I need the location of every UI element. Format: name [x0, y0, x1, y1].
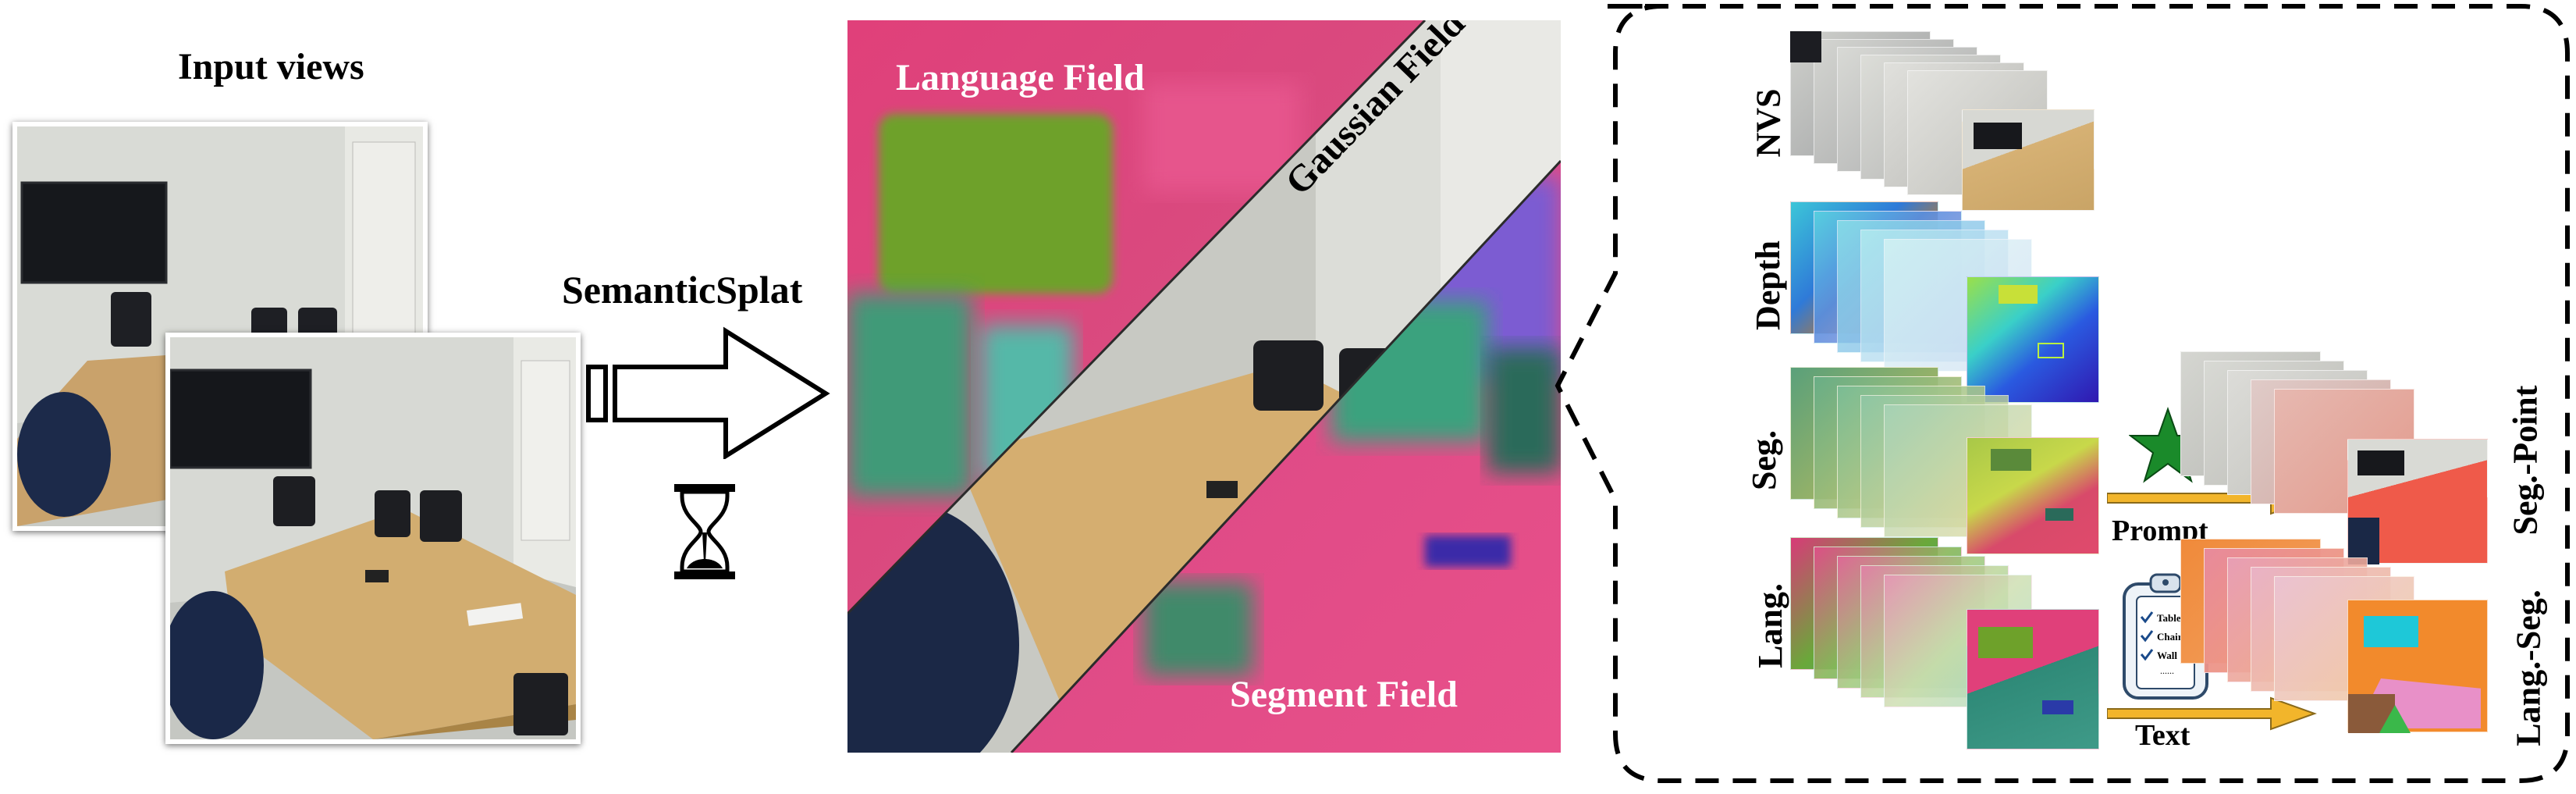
hourglass-icon	[674, 484, 735, 579]
output-bubble	[1554, 4, 2570, 783]
checklist-item-more: ......	[2160, 665, 2174, 676]
row-label-lang-seg: Lang.-Seg.	[2509, 589, 2548, 746]
language-field-label: Language Field	[896, 57, 1145, 98]
text-label: Text	[2135, 719, 2190, 752]
checklist-item-table: Table	[2157, 612, 2181, 624]
checklist-item-chair: Chair	[2157, 631, 2183, 643]
input-view-front	[165, 333, 581, 744]
row-label-depth: Depth	[1748, 240, 1787, 330]
seg-point-stack	[2180, 351, 2493, 570]
row-label-seg: Seg.	[1745, 430, 1783, 490]
row-label-seg-point: Seg.-Point	[2506, 385, 2545, 536]
lang-stack	[1790, 537, 2102, 756]
field-panel: Language Field Gaussian Field Segment Fi…	[847, 20, 1561, 753]
seg-stack	[1790, 367, 2102, 570]
clipboard-checklist-icon: Table Chair Wall ......	[2119, 570, 2212, 703]
segment-field-label: Segment Field	[1230, 674, 1458, 715]
depth-stack	[1790, 201, 2102, 412]
row-label-lang: Lang.	[1750, 583, 1789, 668]
text-arrow-icon	[2107, 696, 2317, 731]
checklist-item-wall: Wall	[2157, 650, 2178, 661]
row-label-nvs: NVS	[1749, 88, 1788, 158]
hollow-right-arrow-icon	[586, 326, 830, 459]
method-name: SemanticSplat	[562, 268, 803, 312]
lang-seg-stack	[2180, 539, 2493, 773]
nvs-stack	[1790, 31, 2102, 211]
input-views-title: Input views	[178, 46, 364, 87]
